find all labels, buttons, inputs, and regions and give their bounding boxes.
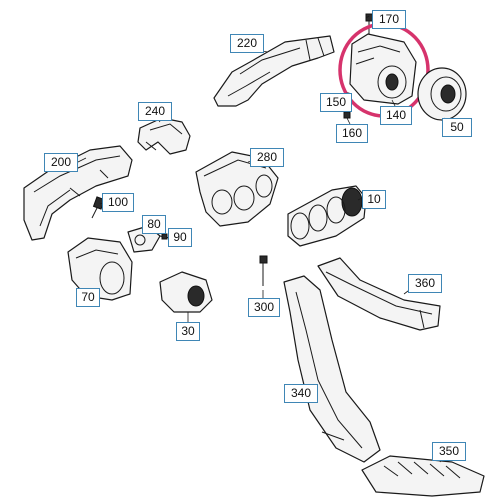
floor-duct-part-360[interactable] <box>317 257 441 331</box>
floor-duct-part-340[interactable] <box>283 275 381 463</box>
callout-220[interactable]: 220 <box>230 34 264 53</box>
callout-70[interactable]: 70 <box>76 288 100 307</box>
callout-350[interactable]: 350 <box>432 442 466 461</box>
callout-50[interactable]: 50 <box>442 118 472 137</box>
callout-340[interactable]: 340 <box>284 384 318 403</box>
callout-200[interactable]: 200 <box>44 153 78 172</box>
callout-90[interactable]: 90 <box>168 228 192 247</box>
callout-280[interactable]: 280 <box>250 148 284 167</box>
callout-100[interactable]: 100 <box>102 193 134 212</box>
housing-part-140[interactable] <box>349 33 417 105</box>
callout-140[interactable]: 140 <box>380 106 412 125</box>
duct-part-220[interactable] <box>213 35 335 107</box>
round-vent-part-30[interactable] <box>159 271 213 313</box>
callout-10[interactable]: 10 <box>362 190 386 209</box>
sensor-part-300[interactable] <box>259 255 268 286</box>
vent-assembly-part-10[interactable] <box>287 185 367 247</box>
round-vent-part-50[interactable] <box>417 67 467 121</box>
blower-housing-part-70[interactable] <box>67 237 133 301</box>
floor-grille-part-350[interactable] <box>361 455 485 497</box>
callout-170[interactable]: 170 <box>372 10 406 29</box>
callout-30[interactable]: 30 <box>176 322 200 341</box>
callout-160[interactable]: 160 <box>336 124 368 143</box>
callout-360[interactable]: 360 <box>408 274 442 293</box>
duct-elbow-part-240[interactable] <box>137 117 191 155</box>
callout-300[interactable]: 300 <box>248 298 280 317</box>
callout-150[interactable]: 150 <box>320 93 352 112</box>
air-distributor-part-280[interactable] <box>195 151 279 227</box>
callout-240[interactable]: 240 <box>138 102 172 121</box>
screw-part-160[interactable] <box>343 111 351 119</box>
callout-80[interactable]: 80 <box>142 215 166 234</box>
